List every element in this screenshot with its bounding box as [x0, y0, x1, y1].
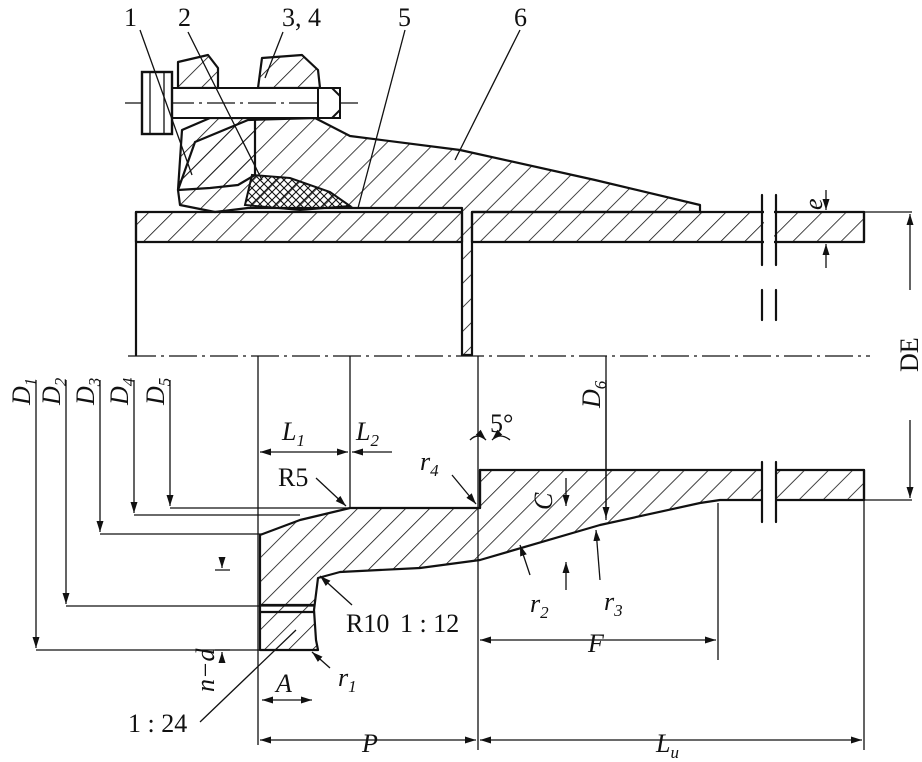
label-D3: D3 — [71, 378, 104, 406]
callout-5: 5 — [398, 3, 411, 32]
bolt-head — [317, 87, 341, 119]
callout-2: 2 — [178, 3, 191, 32]
label-D5: D5 — [141, 378, 174, 406]
break-lines-top — [760, 193, 778, 322]
dimension-labels: D1 D2 D3 D4 D5 D6 DE e C L1 L2 Lu r1 r2 … — [7, 198, 922, 762]
label-taper-24: 1 : 24 — [128, 709, 187, 738]
assembled-joint-view — [125, 53, 870, 357]
label-r2: r2 — [530, 589, 549, 622]
bolt-boss-lower — [176, 53, 220, 90]
rubber-gasket — [243, 173, 353, 212]
callout-3-4: 3, 4 — [282, 3, 321, 32]
pipe-wall-top — [470, 210, 866, 244]
label-P: P — [361, 729, 378, 758]
extension-lines — [36, 211, 912, 750]
label-D1: D1 — [7, 378, 40, 406]
bolt-nut — [140, 70, 174, 136]
label-n-d: n−d — [191, 647, 220, 692]
label-D2: D2 — [37, 377, 70, 406]
label-D6: D6 — [577, 380, 610, 409]
label-r3: r3 — [604, 587, 623, 620]
callout-6: 6 — [514, 3, 527, 32]
callout-1: 1 — [124, 3, 137, 32]
bolt-boss — [256, 53, 322, 90]
label-R10: R10 — [346, 609, 389, 638]
dimension-arrows — [32, 190, 914, 744]
label-R5: R5 — [278, 463, 308, 492]
label-r1: r1 — [338, 663, 357, 696]
socket-detail-view — [258, 460, 866, 652]
spigot-pipe-wall — [134, 210, 464, 244]
callouts: 1 2 3, 4 5 6 — [124, 3, 527, 209]
label-A: A — [274, 669, 292, 698]
label-r4: r4 — [420, 447, 439, 480]
label-angle: 5° — [490, 409, 513, 438]
label-DE: DE — [895, 337, 922, 372]
label-Lu: Lu — [655, 729, 679, 762]
label-C: C — [529, 492, 558, 510]
gland-ring — [176, 116, 257, 192]
label-taper-12: 1 : 12 — [400, 609, 459, 638]
label-F: F — [587, 629, 605, 658]
label-L2: L2 — [355, 417, 379, 450]
label-D4: D4 — [105, 377, 138, 406]
label-e: e — [799, 198, 828, 210]
label-L1: L1 — [281, 417, 305, 450]
break-lines-bottom — [760, 460, 778, 524]
